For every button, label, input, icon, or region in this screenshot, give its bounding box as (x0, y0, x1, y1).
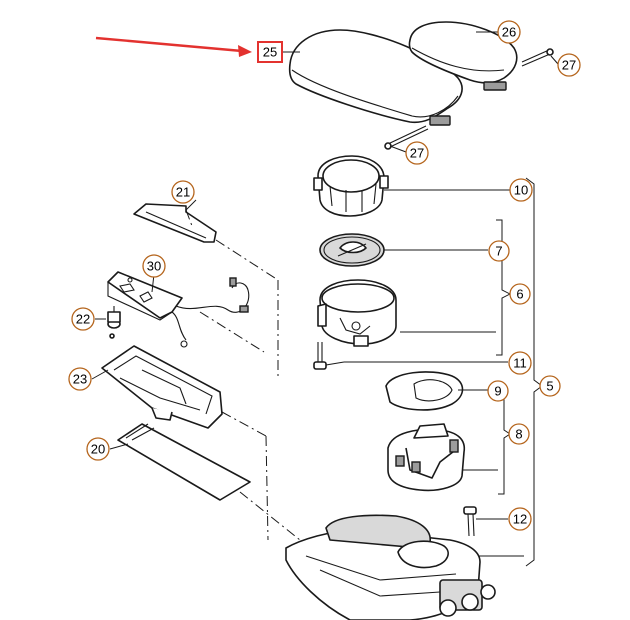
svg-text:22: 22 (76, 312, 90, 327)
part-6-cup-holder[interactable] (317, 279, 397, 347)
part-23-tray[interactable] (101, 345, 223, 429)
callout-11[interactable]: 11 (508, 351, 532, 375)
svg-text:8: 8 (515, 427, 522, 442)
callout-26[interactable]: 26 (497, 20, 521, 44)
svg-text:12: 12 (513, 512, 527, 527)
part-10-ring[interactable] (313, 155, 389, 217)
part-27-screw-right[interactable] (521, 48, 554, 67)
svg-text:10: 10 (514, 183, 528, 198)
part-7-disc[interactable] (319, 233, 385, 267)
svg-text:5: 5 (546, 379, 553, 394)
callout-22[interactable]: 22 (71, 307, 95, 331)
callout-27-left[interactable]: 27 (405, 141, 429, 165)
part-21-strip[interactable] (133, 203, 217, 243)
part-8-housing[interactable] (387, 423, 466, 492)
svg-text:25: 25 (263, 45, 277, 60)
part-30-control-board[interactable] (107, 271, 250, 348)
svg-text:27: 27 (410, 146, 424, 161)
console-base[interactable] (285, 514, 496, 620)
callout-7[interactable]: 7 (488, 240, 510, 262)
callout-21[interactable]: 21 (171, 180, 195, 204)
callout-6[interactable]: 6 (509, 283, 531, 305)
callout-30[interactable]: 30 (142, 254, 166, 278)
callout-25[interactable]: 25 (257, 41, 283, 63)
part-11-screw[interactable] (313, 342, 327, 370)
callout-20[interactable]: 20 (86, 437, 110, 461)
svg-text:21: 21 (176, 185, 190, 200)
callout-27-right[interactable]: 27 (557, 53, 581, 77)
part-20-mat[interactable] (117, 423, 251, 501)
part-12-screw[interactable] (463, 506, 477, 537)
part-22-screw[interactable] (107, 306, 121, 339)
part-9-gasket[interactable] (385, 371, 464, 411)
callout-12[interactable]: 12 (508, 507, 532, 531)
callout-8[interactable]: 8 (508, 423, 530, 445)
part-27-screw-left[interactable] (384, 125, 429, 150)
svg-text:27: 27 (562, 58, 576, 73)
callout-23[interactable]: 23 (68, 367, 92, 391)
svg-text:7: 7 (495, 244, 502, 259)
callout-9[interactable]: 9 (487, 380, 509, 402)
svg-text:23: 23 (73, 372, 87, 387)
part-26-rear-pad[interactable] (408, 21, 518, 91)
svg-text:11: 11 (513, 356, 527, 371)
svg-text:30: 30 (147, 259, 161, 274)
svg-text:9: 9 (494, 384, 501, 399)
assembly-dashlines (185, 209, 301, 541)
pointer-arrow (95, 36, 252, 57)
svg-text:6: 6 (516, 287, 523, 302)
callout-5[interactable]: 5 (539, 375, 561, 397)
svg-text:26: 26 (502, 25, 516, 40)
svg-text:20: 20 (91, 442, 105, 457)
callout-10[interactable]: 10 (509, 178, 533, 202)
